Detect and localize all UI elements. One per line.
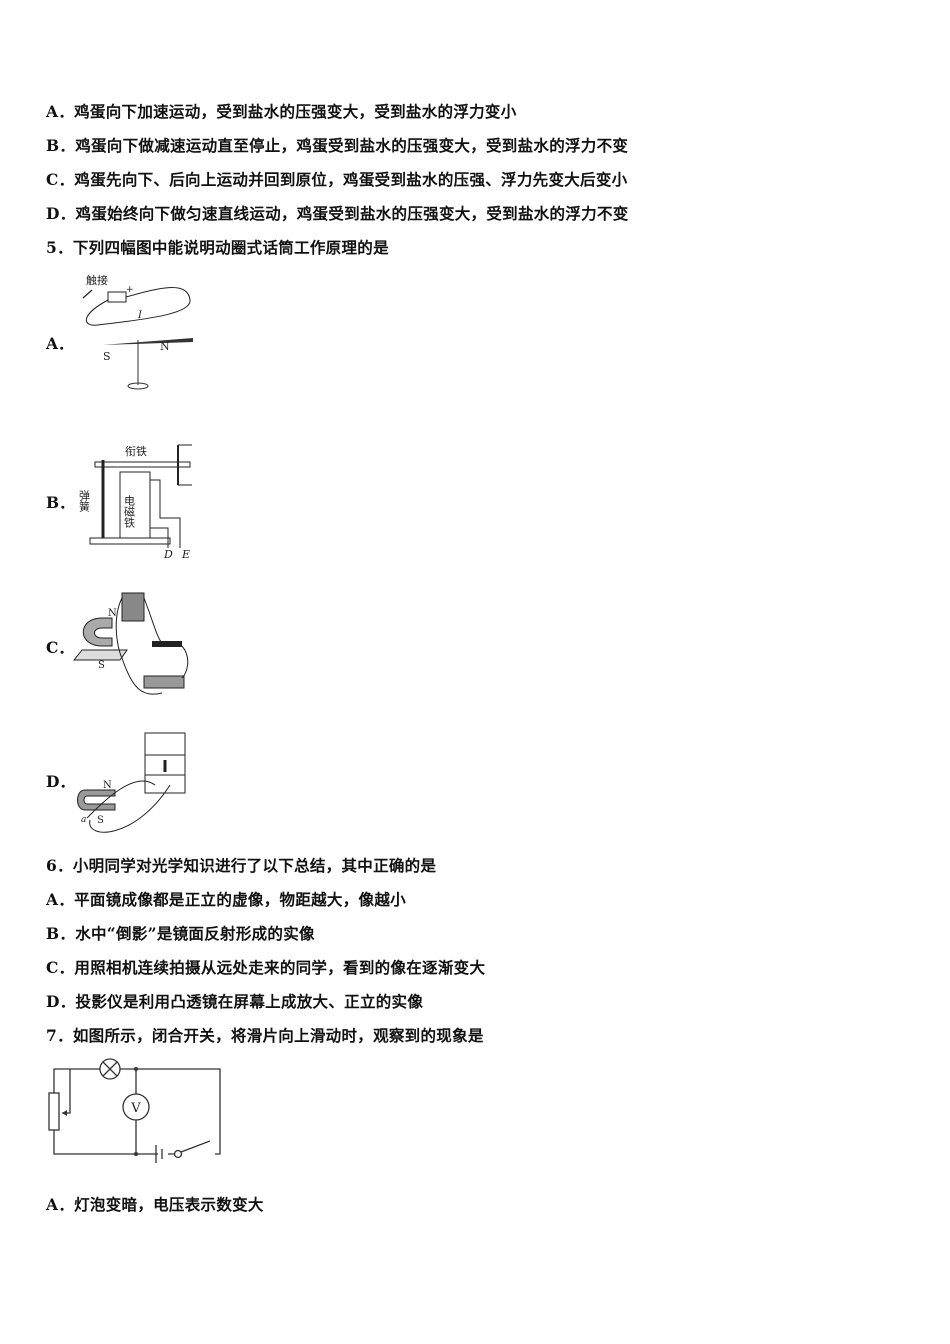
q5-option-a-label: A． bbox=[46, 334, 74, 353]
q5-figure-d: N S a bbox=[77, 732, 186, 833]
svg-text:I: I bbox=[137, 310, 143, 321]
q6-option-d: D．投影仪是利用凸透镜在屏幕上成放大、正立的实像 bbox=[46, 992, 424, 1011]
q4-option-a: A．鸡蛋向下加速运动，受到盐水的压强变大，受到盐水的浮力变小 bbox=[46, 102, 517, 121]
svg-text:N: N bbox=[108, 608, 117, 619]
q5-option-d-label: D． bbox=[46, 772, 75, 791]
q4-option-d: D．鸡蛋始终向下做匀速直线运动，鸡蛋受到盐水的压强变大，受到盐水的浮力不变 bbox=[46, 204, 629, 223]
svg-text:+: + bbox=[126, 285, 134, 295]
svg-text:电磁铁: 电磁铁 bbox=[123, 495, 136, 528]
svg-text:V: V bbox=[130, 1101, 141, 1116]
svg-text:S: S bbox=[98, 660, 105, 671]
svg-text:N: N bbox=[103, 780, 112, 791]
svg-text:a: a bbox=[81, 815, 86, 825]
svg-text:D: D bbox=[163, 548, 173, 561]
q7-option-a: A．灯泡变暗，电压表示数变大 bbox=[46, 1195, 264, 1214]
q5-option-b-label: B． bbox=[46, 493, 75, 512]
svg-text:E: E bbox=[181, 548, 190, 561]
q5-figure-c: N S bbox=[72, 592, 189, 695]
q6-option-a: A．平面镜成像都是正立的虚像，物距越大，像越小 bbox=[46, 890, 406, 909]
svg-text:S: S bbox=[97, 815, 104, 826]
q6-stem: 6．小明同学对光学知识进行了以下总结，其中正确的是 bbox=[46, 856, 437, 875]
q6-option-b: B．水中“倒影”是镜面反射形成的实像 bbox=[46, 924, 315, 943]
svg-text:触接: 触接 bbox=[86, 273, 108, 287]
q4-option-b: B．鸡蛋向下做减速运动直至停止，鸡蛋受到盐水的压强变大，受到盐水的浮力不变 bbox=[46, 136, 629, 155]
svg-text:衔铁: 衔铁 bbox=[125, 445, 147, 458]
q4-option-c: C．鸡蛋先向下、后向上运动并回到原位，鸡蛋受到盐水的压强、浮力先变大后变小 bbox=[46, 170, 628, 189]
q5-figure-a: 触接 + I S N bbox=[82, 273, 193, 390]
q6-option-c: C．用照相机连续拍摄从远处走来的同学，看到的像在逐渐变大 bbox=[46, 958, 486, 977]
q7-stem: 7．如图所示，闭合开关，将滑片向上滑动时，观察到的现象是 bbox=[46, 1026, 484, 1045]
q5-option-c-label: C． bbox=[46, 638, 74, 657]
svg-text:弹簧: 弹簧 bbox=[78, 489, 91, 512]
q5-stem: 5．下列四幅图中能说明动圈式话筒工作原理的是 bbox=[46, 238, 389, 257]
q7-circuit-diagram: V bbox=[48, 1058, 221, 1163]
svg-text:N: N bbox=[160, 340, 170, 353]
q5-figure-b: 衔铁 电磁铁 弹簧 D E bbox=[78, 444, 192, 561]
svg-text:S: S bbox=[103, 350, 111, 363]
